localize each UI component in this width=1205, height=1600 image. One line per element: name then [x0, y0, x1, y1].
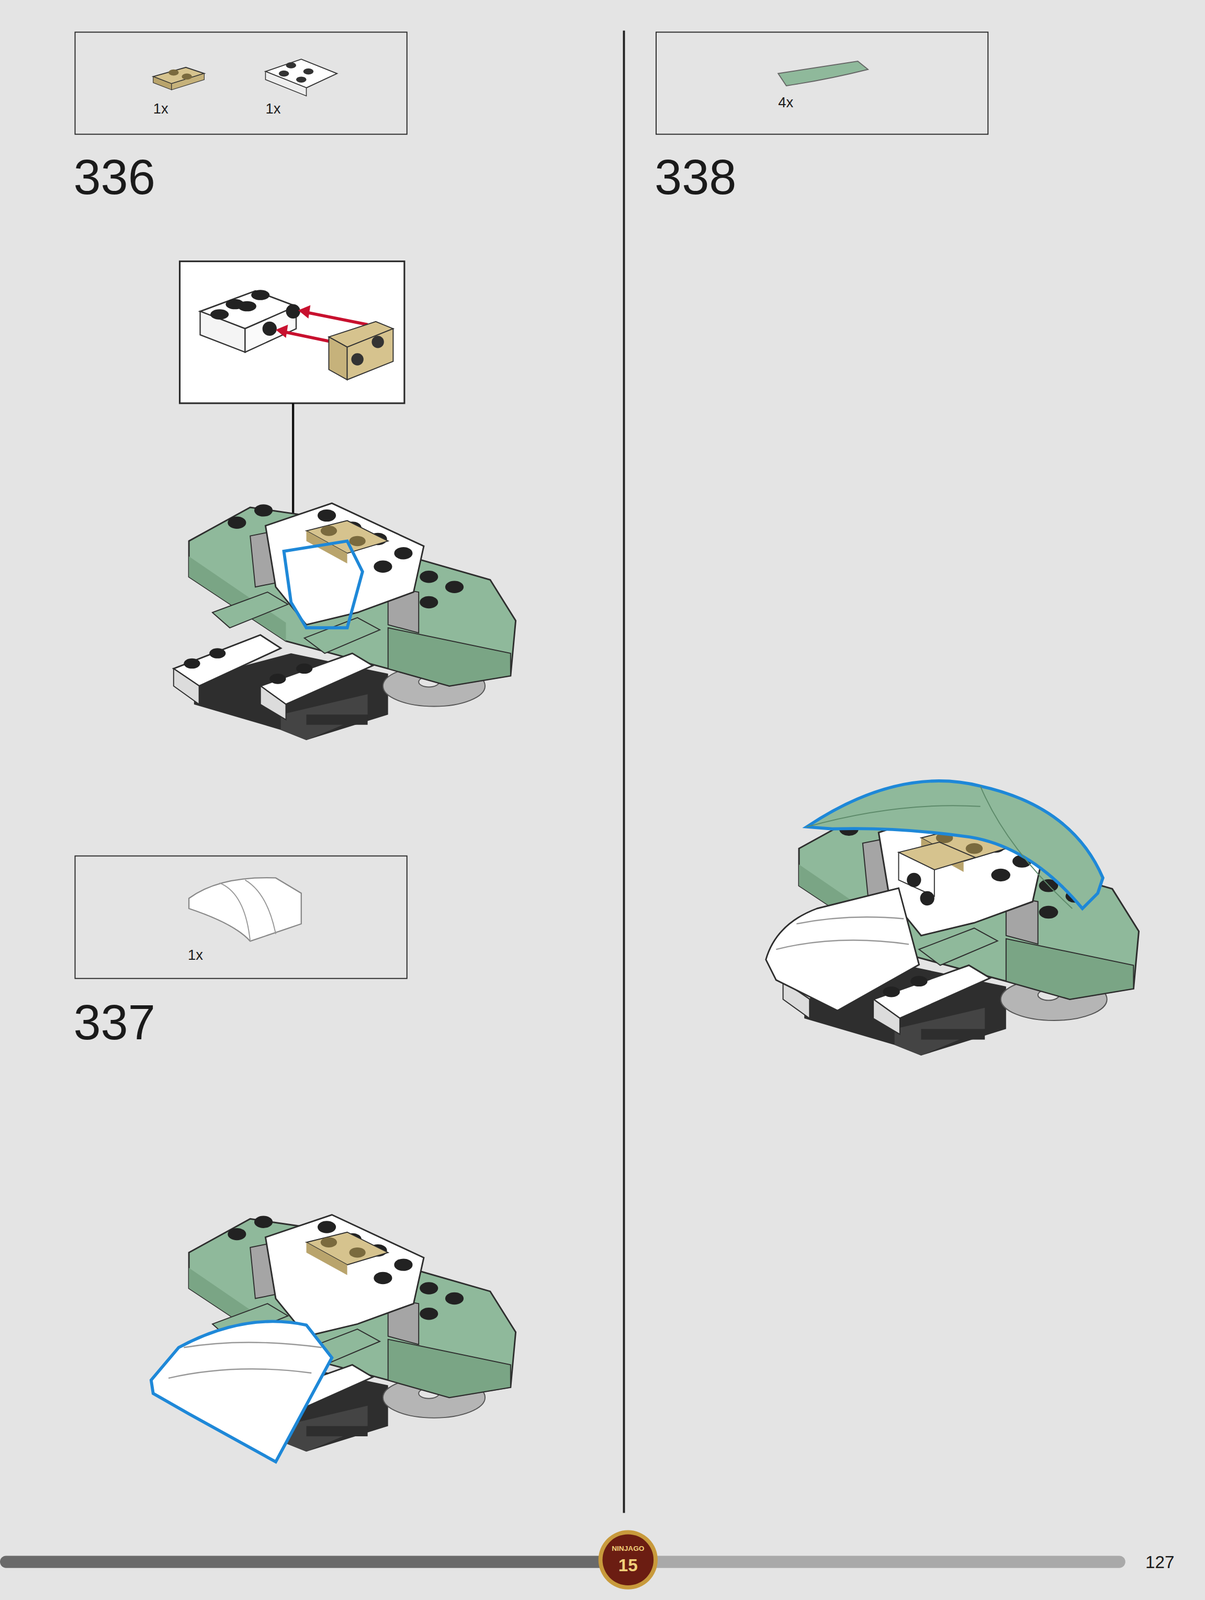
quantity-label: 1x: [153, 100, 169, 116]
step-number: 338: [654, 153, 737, 203]
quantity-label: 1x: [187, 947, 204, 962]
quantity-label: 4x: [778, 95, 794, 110]
quantity-label: 1x: [265, 100, 281, 116]
parts-callout-box: 4x: [655, 31, 989, 135]
step-number: 337: [73, 998, 156, 1049]
logo-text: NINJAGO: [611, 1545, 645, 1553]
step-number: 336: [73, 153, 156, 203]
logo-text: 15: [618, 1557, 638, 1575]
page-number: 127: [1145, 1553, 1175, 1572]
parts-callout-box: 1x 1x: [74, 31, 408, 135]
parts-callout-box: 1x: [74, 856, 408, 980]
